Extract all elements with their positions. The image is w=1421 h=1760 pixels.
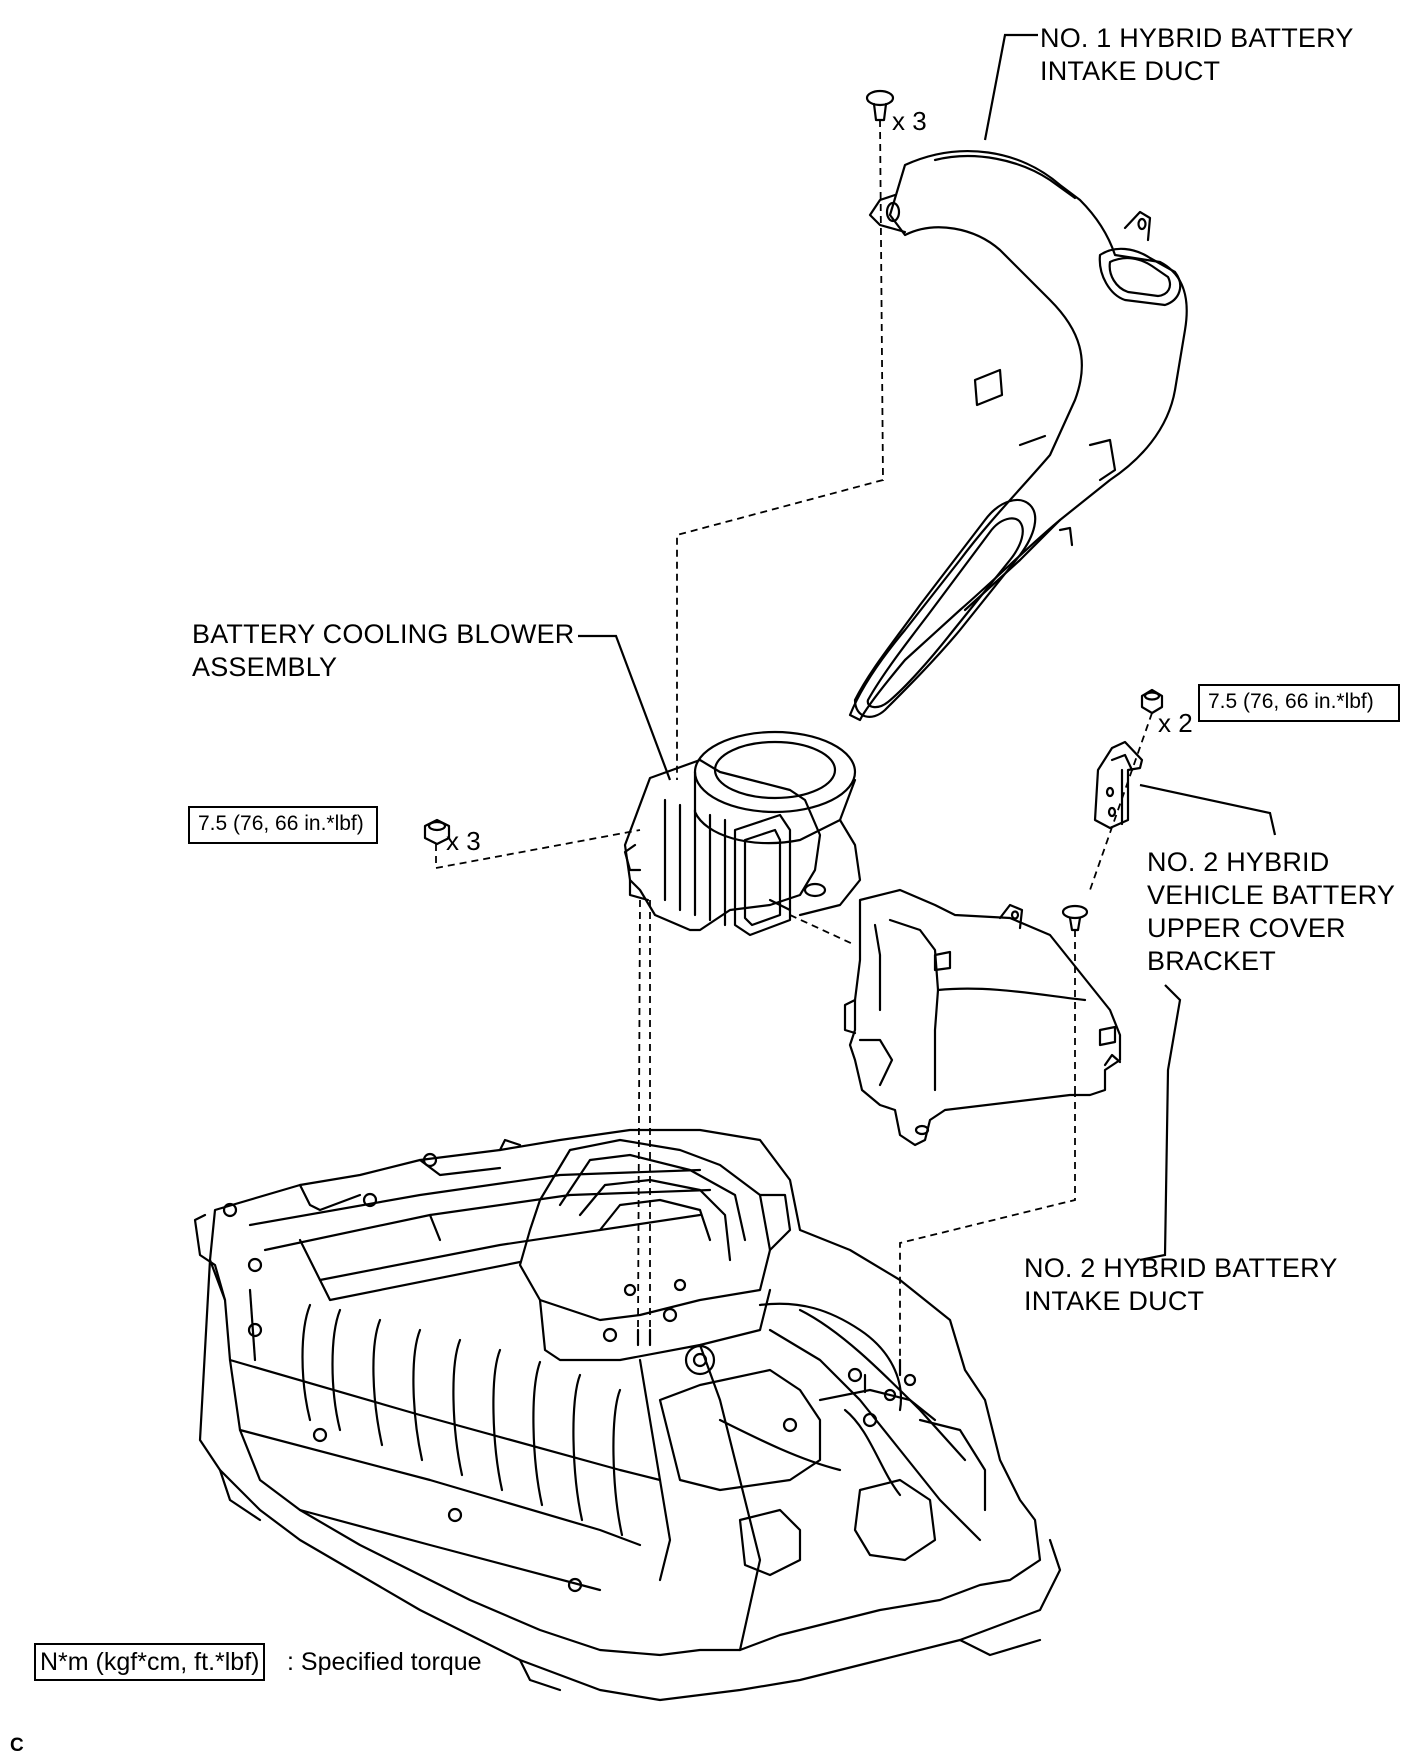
alignment-lines bbox=[435, 119, 1153, 1360]
leader-lines bbox=[578, 33, 1277, 1262]
torque-spec-right: 7.5 (76, 66 in.*lbf) bbox=[1198, 684, 1400, 722]
clip-fastener-top bbox=[865, 89, 895, 122]
figure-code: C bbox=[10, 1735, 24, 1756]
intake-duct-1-part bbox=[848, 150, 1188, 722]
legend-description: : Specified torque bbox=[287, 1648, 482, 1676]
qty-nuts-right: x 2 bbox=[1158, 708, 1193, 738]
label-line: INTAKE DUCT bbox=[1024, 1286, 1205, 1316]
qty-clips-top: x 3 bbox=[892, 106, 927, 136]
label-intake-duct-2: NO. 2 HYBRID BATTERY INTAKE DUCT bbox=[1024, 1252, 1338, 1318]
label-line: NO. 1 HYBRID BATTERY bbox=[1040, 23, 1354, 53]
label-cover-bracket: NO. 2 HYBRID VEHICLE BATTERY UPPER COVER… bbox=[1147, 846, 1395, 978]
hybrid-battery-part bbox=[193, 1128, 1062, 1702]
label-line: NO. 2 HYBRID BATTERY bbox=[1024, 1253, 1338, 1283]
intake-duct-2-part bbox=[843, 888, 1122, 1147]
label-line: VEHICLE BATTERY bbox=[1147, 880, 1396, 910]
label-line: NO. 2 HYBRID bbox=[1147, 847, 1330, 877]
label-line: UPPER COVER bbox=[1147, 913, 1346, 943]
clip-fastener-duct2 bbox=[1061, 904, 1089, 932]
blower-assembly-part bbox=[623, 730, 862, 937]
nut-fastener-right bbox=[1140, 688, 1164, 715]
label-blower-assembly: BATTERY COOLING BLOWER ASSEMBLY bbox=[192, 618, 574, 684]
label-line: BATTERY COOLING BLOWER bbox=[192, 619, 575, 649]
label-intake-duct-1: NO. 1 HYBRID BATTERY INTAKE DUCT bbox=[1040, 22, 1354, 88]
label-line: INTAKE DUCT bbox=[1040, 56, 1221, 86]
cover-bracket-part bbox=[1093, 740, 1144, 830]
nut-fastener-left bbox=[423, 818, 451, 846]
legend-unit-box: N*m (kgf*cm, ft.*lbf) bbox=[34, 1643, 266, 1681]
qty-nuts-left: x 3 bbox=[446, 826, 481, 856]
label-line: BRACKET bbox=[1147, 946, 1276, 976]
torque-spec-left: 7.5 (76, 66 in.*lbf) bbox=[188, 806, 378, 844]
label-line: ASSEMBLY bbox=[192, 652, 338, 682]
